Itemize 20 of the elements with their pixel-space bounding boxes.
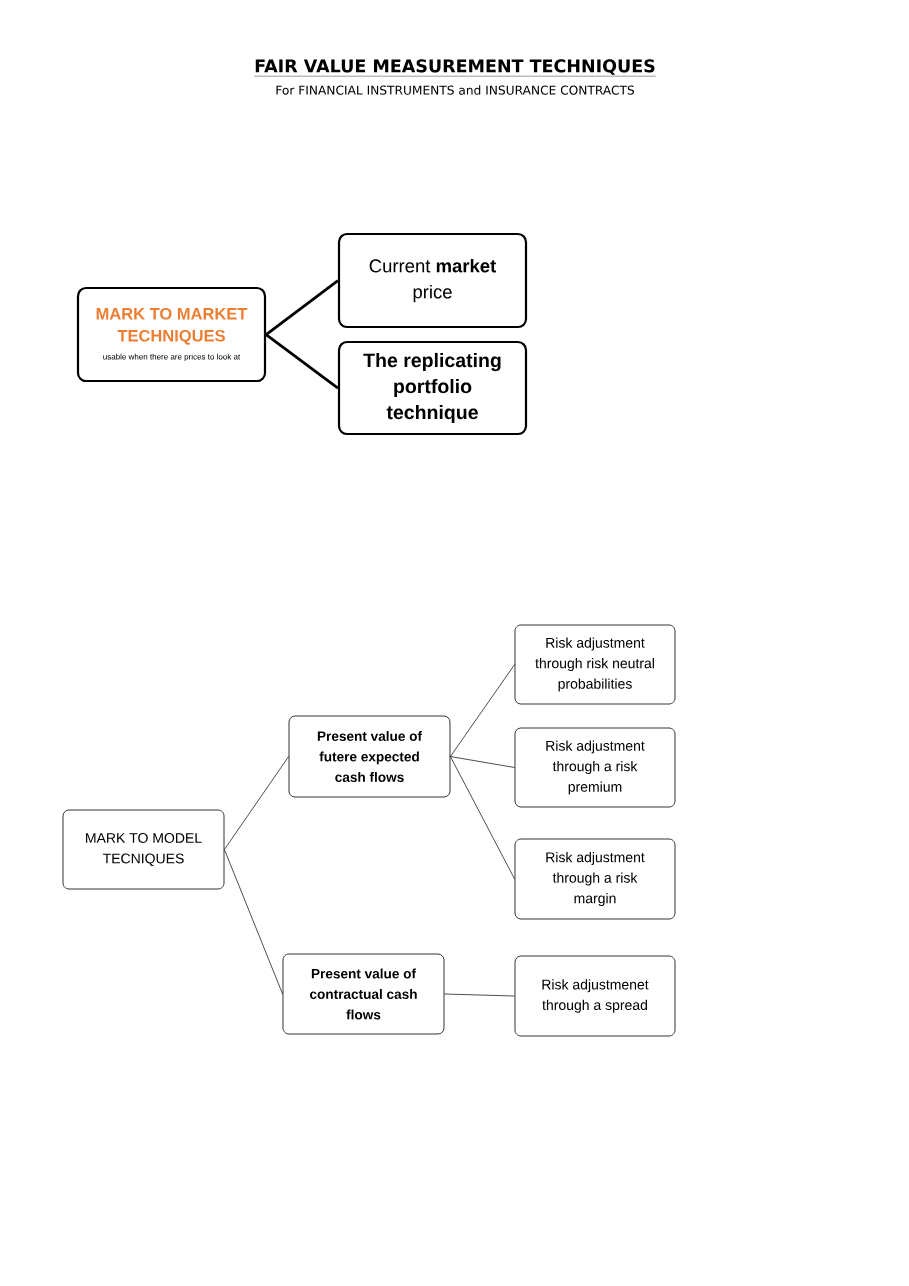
connector-line [224,849,283,995]
connector-line [265,279,339,336]
connector-line [450,756,515,880]
technique-box: Risk adjustment through a risk margin [514,838,676,920]
technique-box: Present value of contractual cash flows [282,953,445,1035]
technique-box: MARK TO MARKET TECHNIQUES usable when there are prices to look at [76,286,267,383]
technique-box: Risk adjustmenet through a spread [514,955,676,1037]
connector-line [450,756,515,768]
connector-line [265,333,339,390]
connector-line [444,993,515,997]
technique-box: MARK TO MODEL TECNIQUES [62,809,225,890]
technique-box: Risk adjustment through a risk premium [514,727,676,808]
subtitle: For FINANCIAL INSTRUMENTS and INSURANCE CONTRACTS [276,85,635,95]
connector-line [450,664,515,757]
connector-line [224,756,289,850]
title: FAIR VALUE MEASUREMENT TECHNIQUES [254,59,656,77]
technique-box: The replicating portfolio technique [337,340,528,436]
technique-box: Current market price [337,232,528,329]
technique-box: Present value of futere expected cash flows [288,715,451,798]
technique-box: Risk adjustment through risk neutral probabilities [514,624,676,705]
